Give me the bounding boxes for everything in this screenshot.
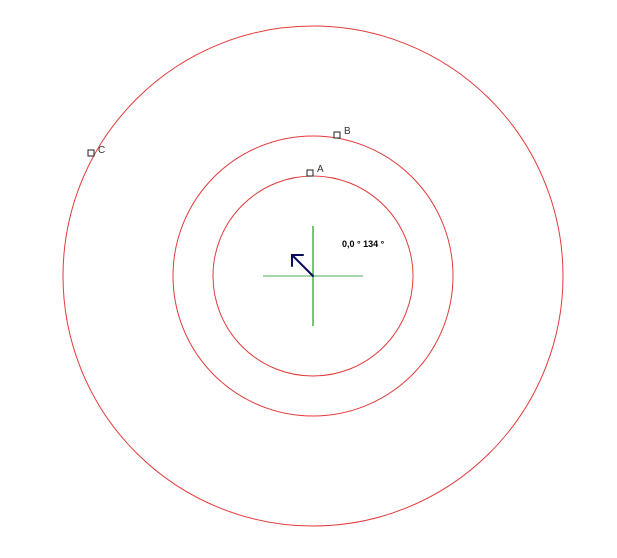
square-marker-icon[interactable] bbox=[87, 149, 95, 157]
square-marker-icon[interactable] bbox=[306, 169, 314, 177]
middle-circle bbox=[172, 135, 454, 417]
point-c-label: C bbox=[98, 145, 105, 156]
heading-readout: 0,0 ° 134 ° bbox=[342, 239, 385, 249]
point-a[interactable]: A bbox=[306, 164, 324, 177]
point-a-label: A bbox=[317, 164, 324, 175]
point-b-label: B bbox=[344, 126, 351, 137]
square-marker-icon[interactable] bbox=[333, 131, 341, 139]
arrow-shaft bbox=[291, 254, 314, 277]
point-c[interactable]: C bbox=[87, 145, 105, 157]
point-b[interactable]: B bbox=[333, 126, 351, 139]
outer-circle bbox=[62, 25, 564, 527]
arrow-icon bbox=[291, 254, 314, 277]
